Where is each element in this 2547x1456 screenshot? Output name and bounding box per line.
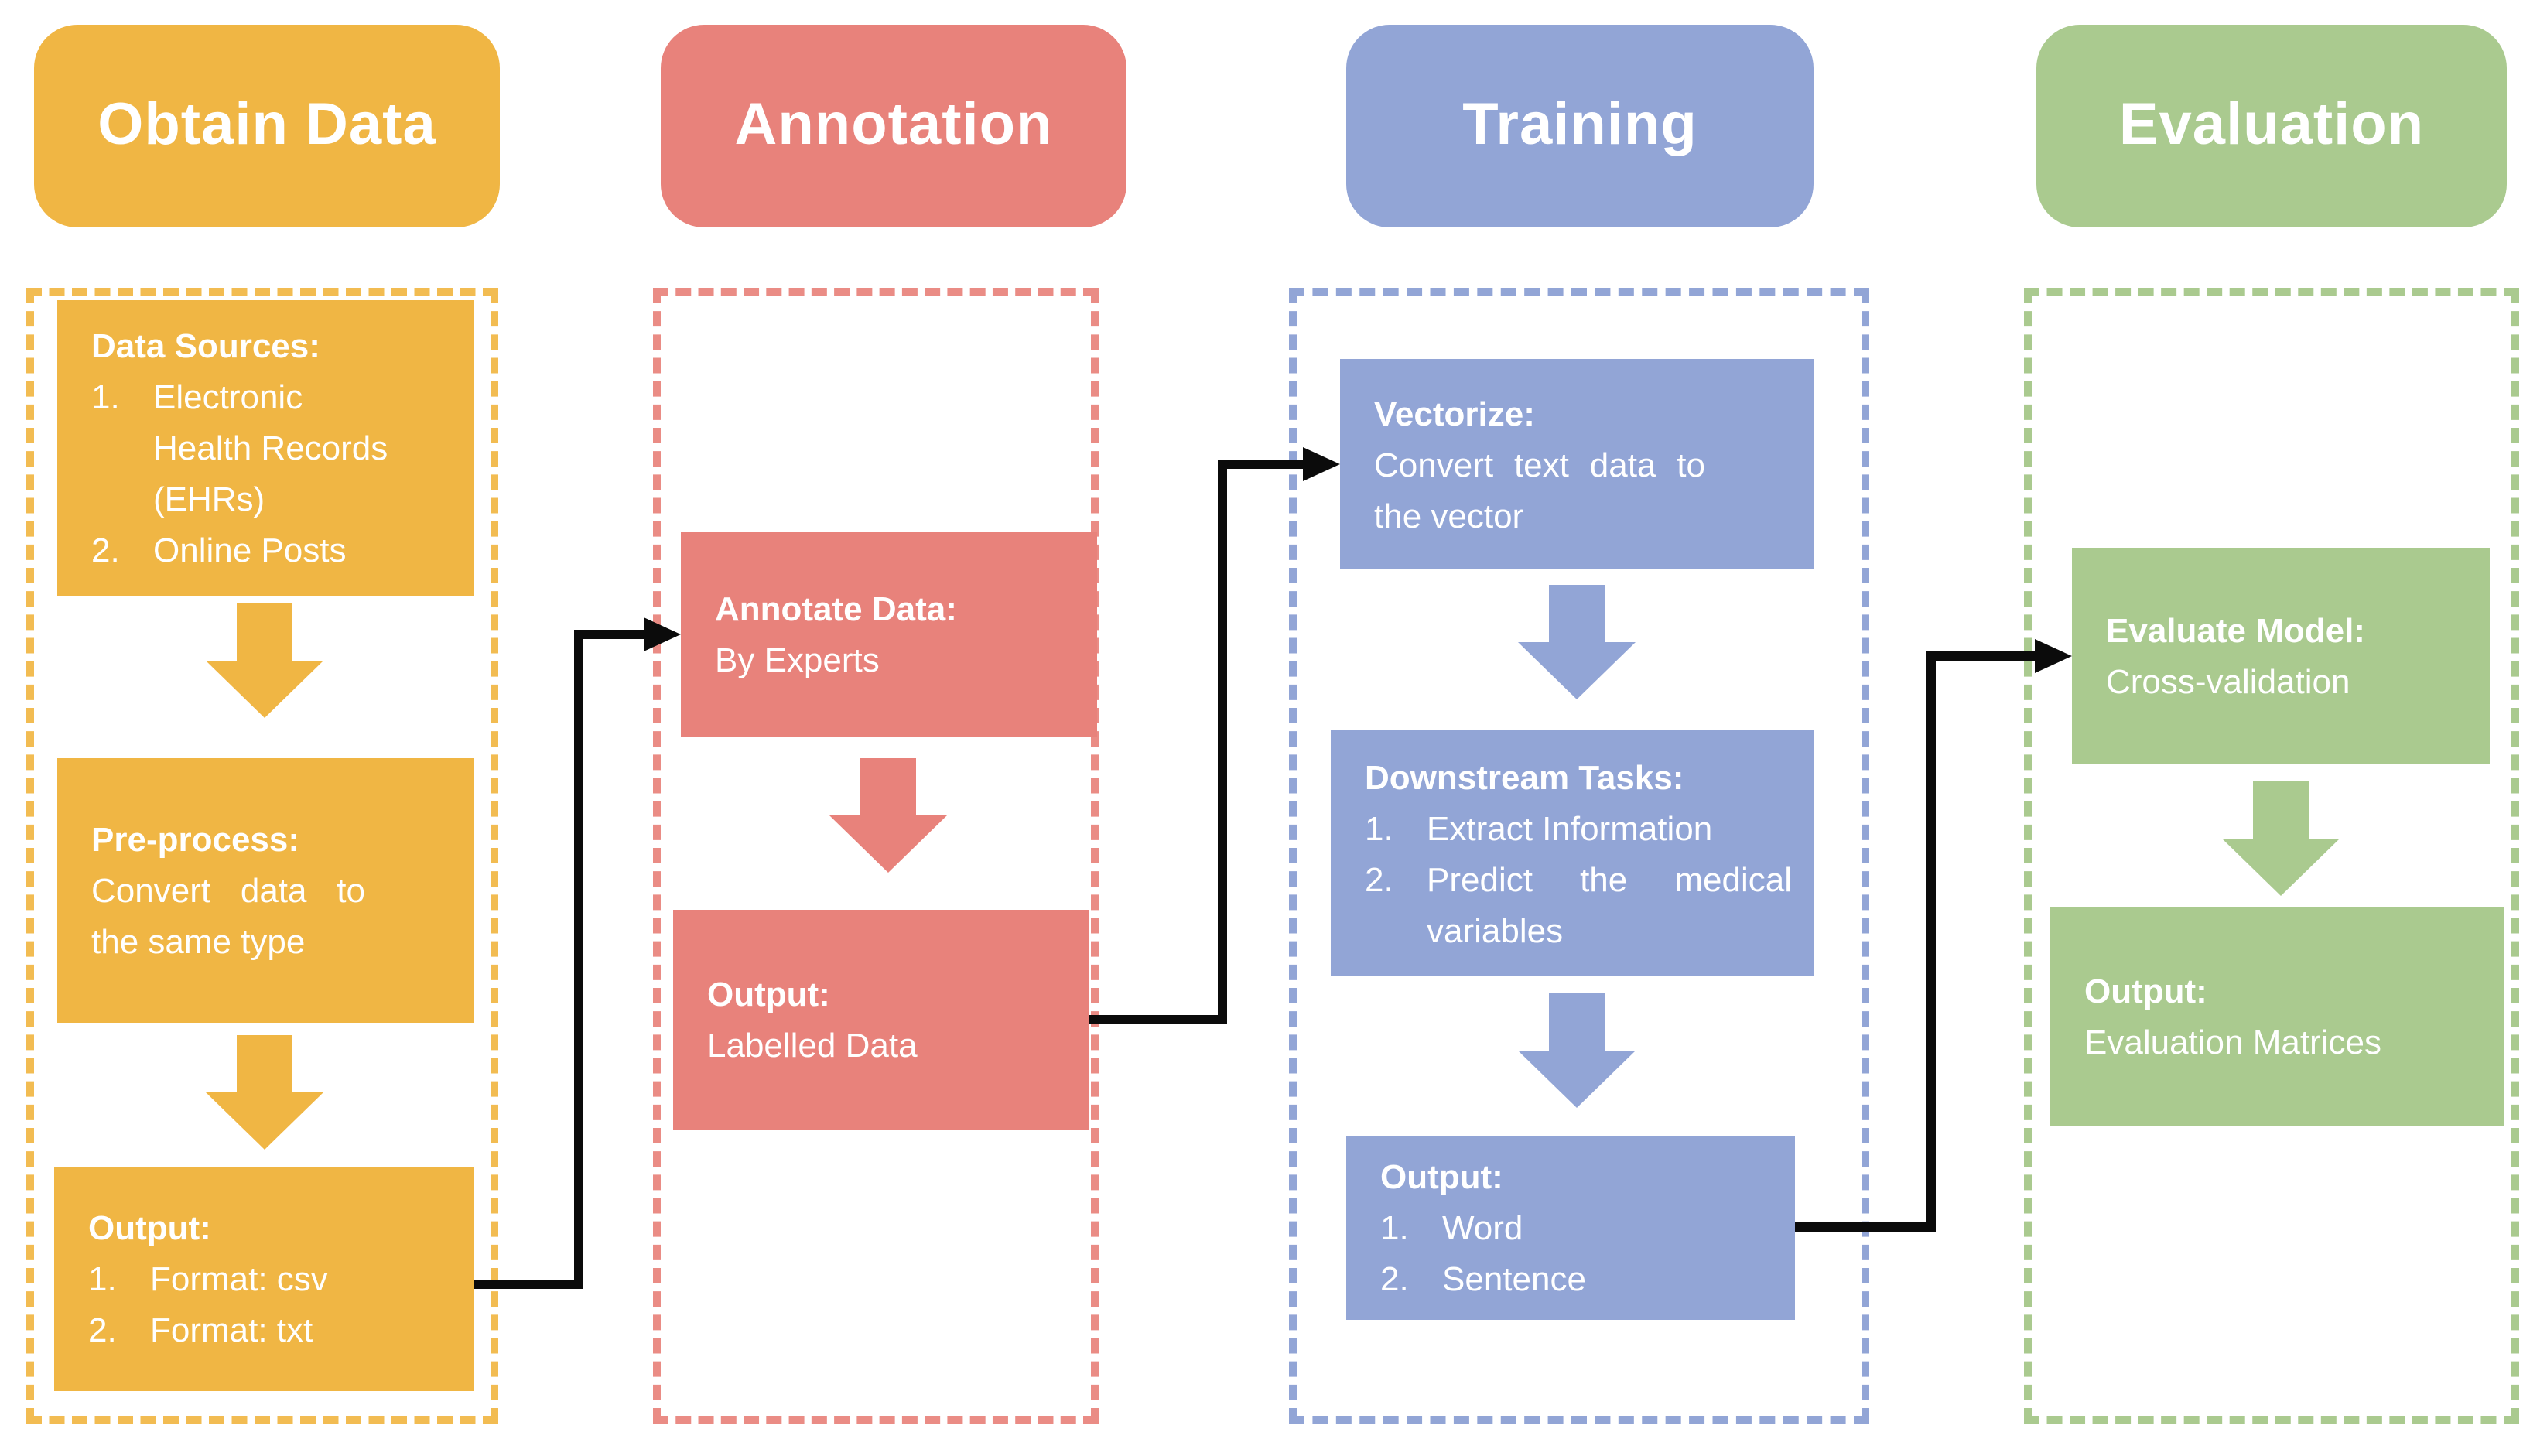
stage-header-label: Training bbox=[1462, 93, 1697, 158]
stage-header-obtain-data: Obtain Data bbox=[34, 25, 500, 227]
annotate-data-box: Annotate Data: By Experts bbox=[681, 532, 1097, 737]
list-item: 2. Sentence bbox=[1380, 1259, 1586, 1298]
data-sources-box: Data Sources: 1. Electronic Health Recor… bbox=[57, 300, 474, 596]
box-title: Annotate Data: bbox=[715, 590, 957, 628]
box-title: Downstream Tasks: bbox=[1365, 757, 1684, 796]
list-item: 1. Format: csv bbox=[88, 1259, 328, 1298]
stage-header-evaluation: Evaluation bbox=[2036, 25, 2507, 227]
obtain-output-box: Output: 1. Format: csv 2. Format: txt bbox=[54, 1167, 474, 1391]
annotation-output-box: Output: Labelled Data bbox=[673, 910, 1089, 1130]
list-item: 1. Extract Information bbox=[1365, 808, 1713, 847]
training-output-box: Output: 1. Word 2. Sentence bbox=[1346, 1136, 1795, 1320]
down-arrow-icon bbox=[829, 758, 947, 873]
box-title: Output: bbox=[707, 975, 830, 1013]
box-title: Pre-process: bbox=[91, 820, 300, 859]
list-item: 2. Predict the medical variables bbox=[1365, 860, 1792, 949]
box-body: Evaluation Matrices bbox=[2084, 1023, 2381, 1061]
box-title: Output: bbox=[88, 1208, 211, 1247]
down-arrow-icon bbox=[1518, 585, 1636, 699]
down-arrow-icon bbox=[206, 603, 323, 718]
stage-header-label: Annotation bbox=[734, 93, 1053, 158]
evaluate-model-box: Evaluate Model: Cross-validation bbox=[2072, 548, 2490, 764]
down-arrow-icon bbox=[206, 1035, 323, 1150]
box-title: Output: bbox=[2084, 972, 2207, 1010]
box-title: Data Sources: bbox=[91, 326, 320, 365]
pre-process-box: Pre-process: Convert data to the same ty… bbox=[57, 758, 474, 1023]
box-title: Vectorize: bbox=[1374, 394, 1535, 432]
list-item: 1. Electronic Health Records (EHRs) bbox=[91, 378, 388, 518]
box-title: Evaluate Model: bbox=[2106, 611, 2365, 650]
stage-header-annotation: Annotation bbox=[661, 25, 1126, 227]
box-body: Convert text data to the vector bbox=[1374, 445, 1705, 535]
box-title: Output: bbox=[1380, 1157, 1503, 1196]
vectorize-box: Vectorize: Convert text data to the vect… bbox=[1340, 359, 1814, 569]
box-body: Convert data to the same type bbox=[91, 871, 365, 961]
down-arrow-icon bbox=[2222, 781, 2340, 896]
downstream-tasks-box: Downstream Tasks: 1. Extract Information… bbox=[1331, 730, 1814, 976]
stage-header-label: Obtain Data bbox=[97, 93, 436, 158]
connector-obtain-to-annotation bbox=[474, 617, 681, 1289]
box-body: Labelled Data bbox=[707, 1026, 918, 1065]
connector-annotation-to-training bbox=[1089, 447, 1340, 1024]
list-item: 2. Format: txt bbox=[88, 1311, 313, 1349]
list-item: 1. Word bbox=[1380, 1208, 1523, 1247]
down-arrow-icon bbox=[1518, 993, 1636, 1108]
stage-header-training: Training bbox=[1346, 25, 1814, 227]
stage-header-label: Evaluation bbox=[2118, 93, 2425, 158]
box-body: By Experts bbox=[715, 641, 880, 679]
box-body: Cross-validation bbox=[2106, 662, 2350, 701]
evaluation-output-box: Output: Evaluation Matrices bbox=[2050, 907, 2504, 1126]
list-item: 2. Online Posts bbox=[91, 531, 347, 569]
